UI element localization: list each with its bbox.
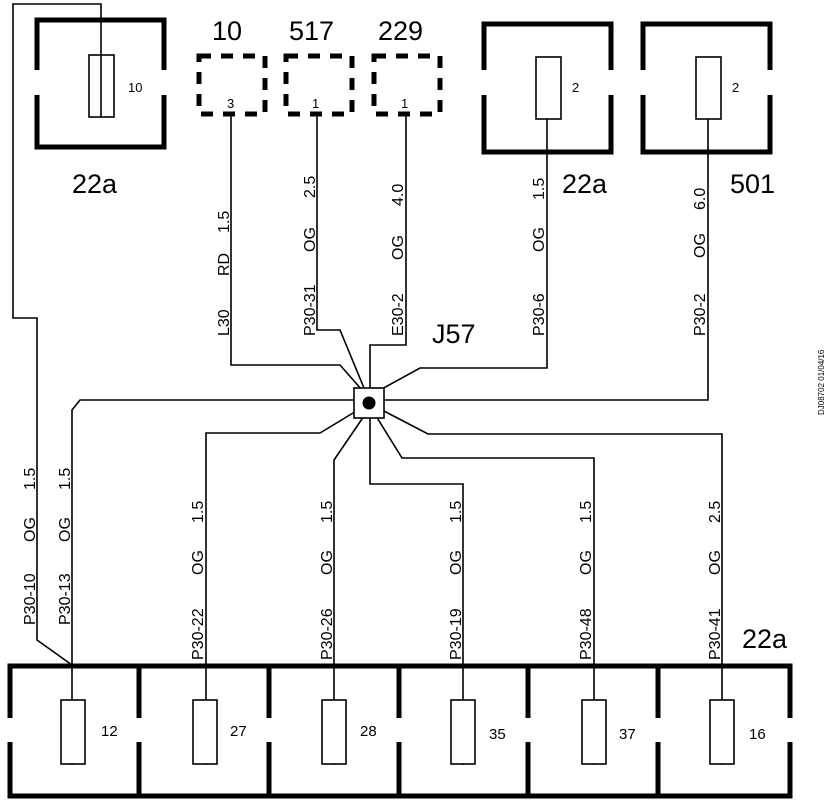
- wire-label-circuit: L30: [216, 309, 233, 336]
- wires: [12, 3, 723, 700]
- fuse-number: 2: [732, 80, 739, 95]
- wire-label-color: OG: [190, 550, 207, 575]
- wire-label-color: OG: [531, 227, 548, 252]
- reference-code: DJ08702 01/04/16: [817, 349, 826, 415]
- wire-p30-31: [316, 114, 365, 389]
- fuse-number: 12: [101, 723, 118, 740]
- fuse-number: 16: [749, 726, 766, 743]
- wire-p30-41: [381, 409, 723, 700]
- wire-p30-10: [12, 3, 102, 666]
- wire-label-color: OG: [319, 550, 336, 575]
- connector-pin: 1: [312, 96, 319, 111]
- wire-label-circuit: P30-13: [57, 573, 74, 625]
- wire-label-circuit: P30-22: [190, 608, 207, 660]
- wire-label-color: OG: [578, 550, 595, 575]
- connector-pin: 3: [227, 96, 234, 111]
- fuse-box-label: 22a: [562, 169, 608, 199]
- fuse-37: 37: [581, 699, 636, 765]
- wire-label-size: 2.5: [302, 176, 319, 198]
- fuse-box-label: 501: [730, 169, 775, 199]
- wire-label-circuit: P30-41: [707, 608, 724, 660]
- wire-label-size: 6.0: [692, 188, 709, 210]
- connector-229: 229 1: [371, 16, 443, 117]
- fuse-number: 10: [128, 80, 142, 95]
- wire-label-color: OG: [448, 550, 465, 575]
- wire-label-circuit: P30-10: [22, 573, 39, 625]
- fuse-number: 28: [360, 723, 377, 740]
- wire-label-circuit: P30-26: [319, 608, 336, 660]
- wire-label-color: OG: [302, 227, 319, 252]
- splice-j57: J57: [353, 319, 476, 419]
- fuse-number: 2: [572, 80, 579, 95]
- fuse-block-22a-bottom: 22a 12 27 28: [5, 624, 795, 799]
- connector-title: 229: [378, 16, 423, 46]
- fuse-27: 27: [192, 699, 247, 765]
- fuse-16: 16: [709, 699, 766, 765]
- wire-label-size: 1.5: [190, 501, 207, 523]
- wire-label-size: 1.5: [578, 501, 595, 523]
- fuse-box-label: 22a: [72, 169, 118, 199]
- splice-dot: [362, 396, 376, 410]
- wire-label-circuit: P30-6: [531, 293, 548, 336]
- wire-p30-6: [379, 119, 548, 391]
- wire-label-size: 1.5: [448, 501, 465, 523]
- wire-label-circuit: P30-48: [578, 608, 595, 660]
- wire-e30-2: [369, 114, 407, 388]
- wire-label-circuit: P30-31: [302, 284, 319, 336]
- fuse-number: 37: [619, 726, 636, 743]
- wire-label-size: 2.5: [707, 501, 724, 523]
- wire-labels-bottom: P30-10 OG 1.5 P30-13 OG 1.5 P30-22 OG 1.…: [22, 468, 724, 660]
- wire-label-color: OG: [390, 235, 407, 260]
- wire-label-color: OG: [692, 233, 709, 258]
- wire-label-size: 1.5: [531, 178, 548, 200]
- fuse-symbol: [695, 56, 722, 120]
- fuse-number: 27: [230, 723, 247, 740]
- connector-title: 517: [289, 16, 334, 46]
- connector-pin: 1: [401, 96, 408, 111]
- wire-label-color: OG: [22, 517, 39, 542]
- connector-title: 10: [212, 16, 242, 46]
- wire-label-color: OG: [707, 550, 724, 575]
- wire-l30: [230, 114, 363, 391]
- wire-label-color: RD: [216, 253, 233, 276]
- fuse-12: 12: [60, 666, 118, 765]
- wire-label-color: OG: [57, 517, 74, 542]
- wire-p30-26: [333, 415, 365, 700]
- wire-p30-22: [205, 409, 359, 700]
- wire-label-size: 1.5: [319, 501, 336, 523]
- wire-label-circuit: E30-2: [390, 293, 407, 336]
- fuse-number: 35: [489, 726, 506, 743]
- wire-label-size: 1.5: [22, 468, 39, 490]
- fuse-block-label: 22a: [742, 624, 788, 654]
- wire-labels-top: L30 RD 1.5 P30-31 OG 2.5 E30-2 OG 4.0 P3…: [216, 176, 709, 336]
- wire-label-size: 4.0: [390, 184, 407, 206]
- wire-p30-19: [369, 416, 464, 700]
- fuse-28: 28: [321, 699, 377, 765]
- wire-label-circuit: P30-2: [692, 293, 709, 336]
- wire-p30-2: [384, 119, 709, 401]
- wire-label-size: 1.5: [57, 468, 74, 490]
- splice-label: J57: [432, 319, 476, 349]
- connector-10: 10 3: [196, 16, 268, 117]
- fuse-35: 35: [450, 699, 506, 765]
- fuse-box-501: 2 501: [638, 21, 775, 199]
- wire-label-size: 1.5: [216, 211, 233, 233]
- wire-label-circuit: P30-19: [448, 608, 465, 660]
- wire-p30-13: [71, 399, 354, 665]
- wire-p30-48: [375, 415, 595, 700]
- fuse-symbol: [535, 56, 562, 120]
- connector-517: 517 1: [283, 16, 355, 117]
